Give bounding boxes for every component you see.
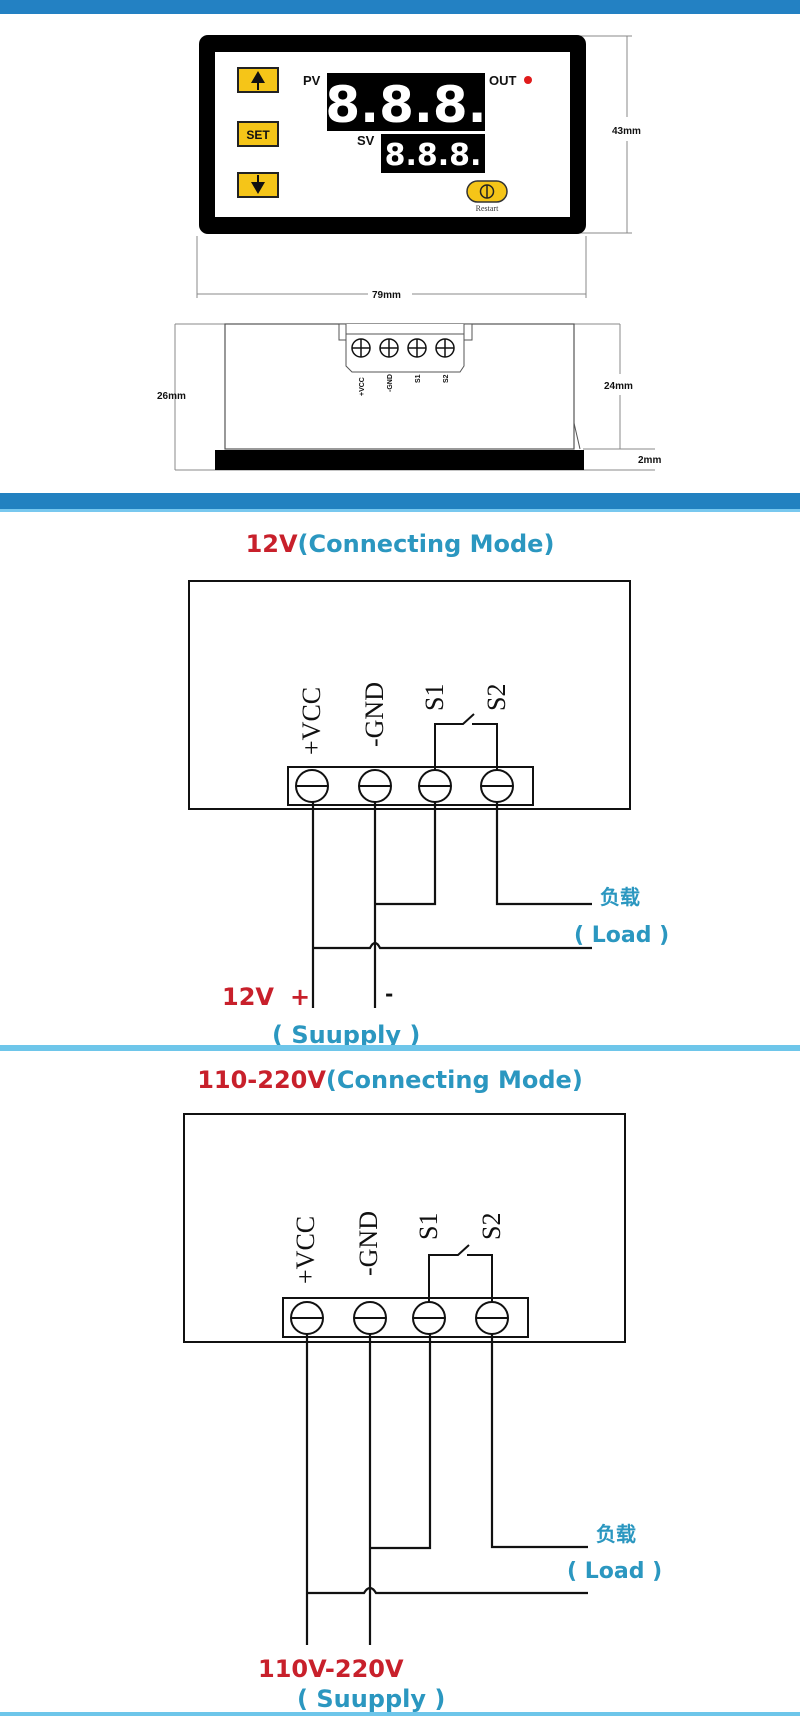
- sv-value: 8.8.8.: [385, 138, 482, 173]
- screw-icon: [407, 338, 427, 358]
- width-dim-label: 79mm: [372, 290, 401, 300]
- terminal-label-gnd: -GND: [360, 682, 389, 747]
- supply-label-en: ( Suupply ): [297, 1685, 445, 1712]
- supply-voltage-label: 110V-220V: [258, 1655, 404, 1683]
- relay-switch-icon: [428, 1244, 493, 1302]
- load-label-cn: 负载: [596, 1522, 636, 1546]
- set-button-label: SET: [246, 128, 270, 142]
- wire-s1: [376, 802, 437, 906]
- wire-supply-load: [313, 941, 592, 950]
- out-led-indicator: [524, 76, 532, 84]
- side-terminal-label: +VCC: [359, 377, 366, 396]
- screw-icon: [358, 769, 392, 803]
- title-mode: (Connecting Mode): [298, 530, 555, 558]
- relay-switch-icon: [434, 713, 498, 770]
- wiring: [311, 802, 592, 1008]
- power-icon: [479, 184, 495, 199]
- terminal-label-vcc: +VCC: [297, 687, 326, 755]
- title-mode: (Connecting Mode): [326, 1066, 583, 1094]
- terminal-screws: [351, 338, 455, 358]
- section-title-12v: 12V(Connecting Mode): [246, 530, 555, 558]
- sv-label: SV: [357, 133, 375, 148]
- terminal-label-s2: S2: [477, 1213, 506, 1240]
- section-divider-band: [0, 493, 800, 512]
- wiring-diagram-220v: 110-220V(Connecting Mode) +VCC -GND S1 S…: [183, 1066, 662, 1712]
- wire-s2: [490, 1334, 588, 1549]
- terminal-label-gnd: -GND: [354, 1211, 383, 1276]
- sv-display: [381, 134, 485, 173]
- load-label-cn: 负载: [600, 885, 640, 909]
- screw-icon: [435, 338, 455, 358]
- supply-label-en: ( Suupply ): [272, 1021, 420, 1045]
- pv-label: PV: [303, 73, 321, 88]
- supply-minus-label: -: [385, 982, 393, 1006]
- supply-plus-label: +: [290, 983, 310, 1011]
- terminal-label-s1: S1: [420, 684, 449, 711]
- side-terminal-label: S2: [443, 374, 450, 383]
- screw-icon: [379, 338, 399, 358]
- side-terminal-label: -GND: [387, 374, 394, 392]
- wire-s2: [495, 802, 592, 906]
- supply-voltage-label: 12V: [222, 983, 274, 1011]
- front-panel-drawing: 43mm 79mm SET PV 8.8.8. OUT SV 8.8.8.: [196, 35, 641, 300]
- screw-icon: [290, 1301, 324, 1335]
- terminal-label-s2: S2: [482, 684, 511, 711]
- out-label: OUT: [489, 73, 517, 88]
- screw-icon: [351, 338, 371, 358]
- title-voltage: 12V: [246, 530, 298, 558]
- screw-icon: [475, 1301, 509, 1335]
- down-button[interactable]: [237, 172, 279, 198]
- screw-icon: [418, 769, 452, 803]
- up-arrow-icon: [251, 71, 265, 90]
- body-depth-dim: 24mm: [604, 381, 633, 392]
- side-terminal-label: S1: [415, 374, 422, 383]
- wire-supply-load: [307, 1586, 588, 1595]
- height-dim-label: 43mm: [612, 126, 641, 137]
- terminal-label-s1: S1: [414, 1213, 443, 1240]
- clip-line: [573, 422, 581, 450]
- bottom-band: [0, 1712, 800, 1716]
- wiring-diagram-12v: 12V(Connecting Mode) +VCC -GND S1 S2 负载 …: [188, 530, 669, 1045]
- up-button[interactable]: [237, 67, 279, 93]
- section-divider-band: [0, 1045, 800, 1051]
- down-arrow-icon: [251, 175, 265, 194]
- pv-display: [327, 73, 485, 131]
- section-title-220v: 110-220V(Connecting Mode): [197, 1066, 583, 1094]
- wire-s1: [371, 1334, 432, 1550]
- screw-icon: [353, 1301, 387, 1335]
- screw-icon: [412, 1301, 446, 1335]
- bezel-dim: 2mm: [638, 455, 661, 466]
- load-label-en: ( Load ): [567, 1559, 662, 1584]
- pv-value: 8.8.8.: [325, 76, 486, 134]
- terminal-block-side: [338, 323, 473, 373]
- restart-button[interactable]: [466, 180, 508, 203]
- screw-icon: [480, 769, 514, 803]
- terminal-label-vcc: +VCC: [291, 1216, 320, 1284]
- front-bezel-side: [215, 450, 584, 470]
- screw-icon: [295, 769, 329, 803]
- load-label-en: ( Load ): [574, 923, 669, 948]
- restart-label: Restart: [476, 204, 499, 213]
- side-view-drawing: 26mm 24mm 2mm +VCC -GND S1 S2: [157, 323, 661, 471]
- set-button[interactable]: SET: [237, 121, 279, 147]
- top-header-band: [0, 0, 800, 14]
- title-voltage: 110-220V: [197, 1066, 326, 1094]
- total-depth-dim: 26mm: [157, 391, 186, 402]
- wiring: [305, 1334, 588, 1645]
